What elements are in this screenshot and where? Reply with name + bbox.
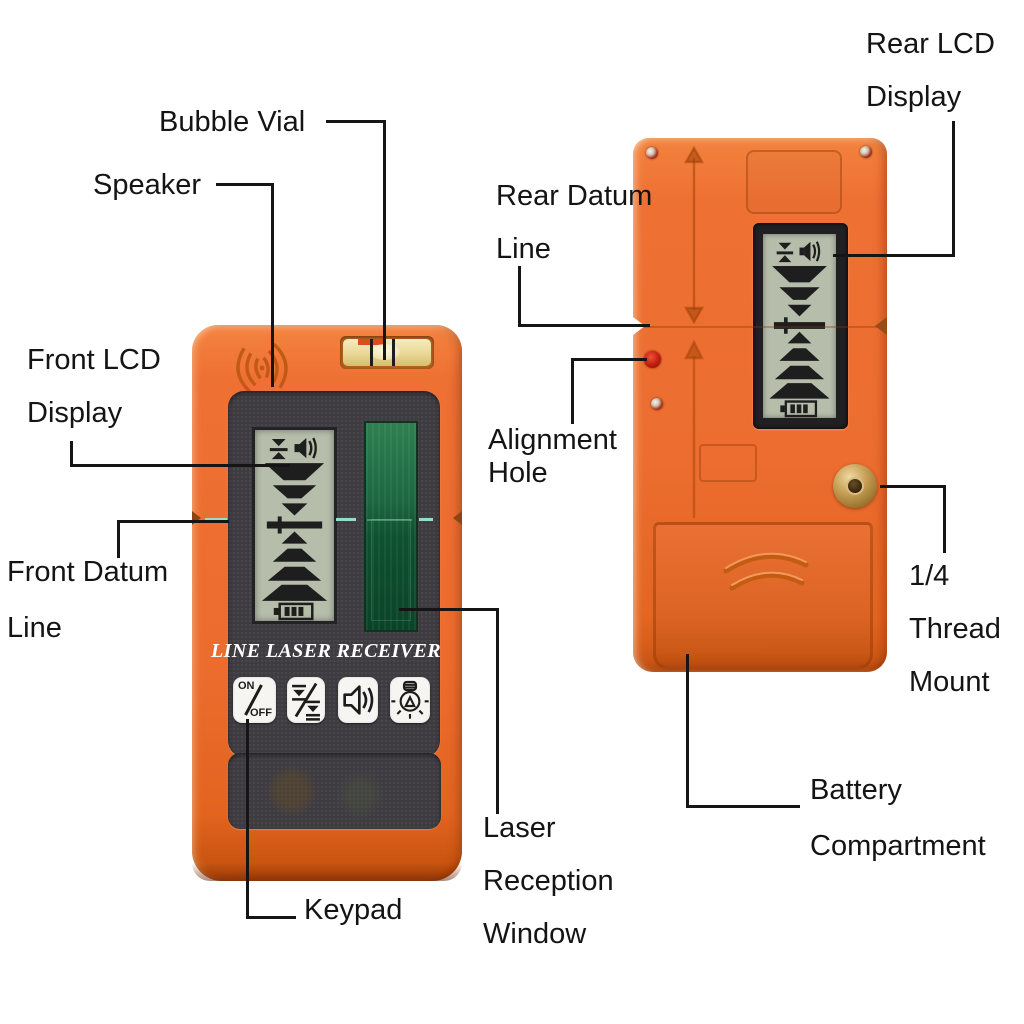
rear-lcd-frame [753, 223, 848, 429]
connector-front-lcd [70, 441, 73, 467]
connector-rear-datum [518, 324, 650, 327]
bubble-vial-glass [343, 339, 431, 366]
connector-thread-mount [943, 485, 946, 553]
connector-rear-datum [518, 266, 521, 327]
battery-compartment-door [653, 522, 873, 670]
front-right-datum-notch [453, 511, 462, 525]
connector-speaker [271, 183, 274, 387]
connector-laser-window [399, 608, 499, 611]
front-datum-line-mark [205, 518, 227, 521]
connector-front-datum [117, 520, 229, 523]
front-datum-line-mark [367, 519, 412, 521]
connector-alignment-hole [571, 358, 574, 424]
embossed-double-arrow-icon [683, 146, 705, 324]
front-bottom-edge [192, 863, 462, 881]
accuracy-button [287, 677, 325, 723]
label-thread-mount: 1/4 Thread Mount [909, 560, 1001, 698]
power-on-label: ON [238, 680, 255, 692]
thread-mount-icon [833, 464, 877, 508]
connector-battery [686, 805, 800, 808]
connector-keypad [246, 719, 249, 919]
speaker-grille-icon [236, 342, 288, 394]
rear-mid-seam [633, 326, 887, 328]
label-speaker: Speaker [93, 169, 202, 201]
rear-top-recess [746, 150, 842, 214]
brand-text: LINE LASER RECEIVER [211, 640, 441, 662]
volume-button [338, 677, 378, 723]
label-alignment-hole: Alignment Hole [488, 424, 617, 489]
rear-right-datum-notch [875, 317, 887, 335]
embossed-up-arrow-icon [684, 339, 704, 518]
front-lcd-display [252, 427, 337, 624]
label-rear-datum: Rear Datum Line [496, 180, 653, 265]
power-off-label: OFF [250, 707, 272, 719]
screw-icon [651, 398, 663, 410]
connector-bubble-vial [383, 120, 386, 360]
front-left-datum-notch [192, 511, 201, 525]
accuracy-icon [292, 682, 320, 721]
label-laser-window: Laser Reception Window [483, 812, 614, 950]
front-datum-line-mark [336, 518, 356, 521]
connector-rear-lcd [952, 121, 955, 257]
connector-bubble-vial [326, 120, 386, 123]
connector-laser-window [496, 608, 499, 814]
rear-lcd-display [763, 234, 836, 418]
label-front-lcd: Front LCD Display [27, 344, 161, 429]
volume-icon [343, 685, 374, 715]
battery-door-grip-icon [723, 552, 809, 591]
backlight-button [390, 677, 430, 723]
connector-front-datum [117, 520, 120, 558]
front-device: LINE LASER RECEIVER ON OFF [192, 325, 462, 881]
connector-keypad [246, 916, 296, 919]
front-datum-line-mark [419, 518, 433, 521]
front-lower-panel [228, 753, 441, 829]
label-front-datum: Front Datum Line [7, 556, 169, 644]
label-battery: Battery Compartment [810, 774, 986, 862]
connector-battery [686, 654, 689, 808]
label-bubble-vial: Bubble Vial [159, 106, 306, 138]
bubble-vial-icon [340, 336, 434, 369]
alignment-hole-icon [644, 351, 661, 368]
label-rear-lcd: Rear LCD Display [866, 28, 995, 113]
connector-front-lcd [70, 464, 290, 467]
label-keypad: Keypad [304, 894, 403, 926]
backlight-icon [391, 680, 429, 719]
connector-speaker [216, 183, 274, 186]
connector-rear-lcd [833, 254, 955, 257]
laser-reception-window [364, 421, 418, 632]
front-lcd-icons [260, 436, 329, 621]
connector-thread-mount [880, 485, 946, 488]
rear-emboss-rect [699, 444, 757, 482]
screw-icon [646, 147, 658, 159]
rear-device [633, 138, 887, 672]
power-button: ON OFF [233, 677, 276, 723]
screw-icon [860, 146, 872, 158]
connector-alignment-hole [571, 358, 647, 361]
